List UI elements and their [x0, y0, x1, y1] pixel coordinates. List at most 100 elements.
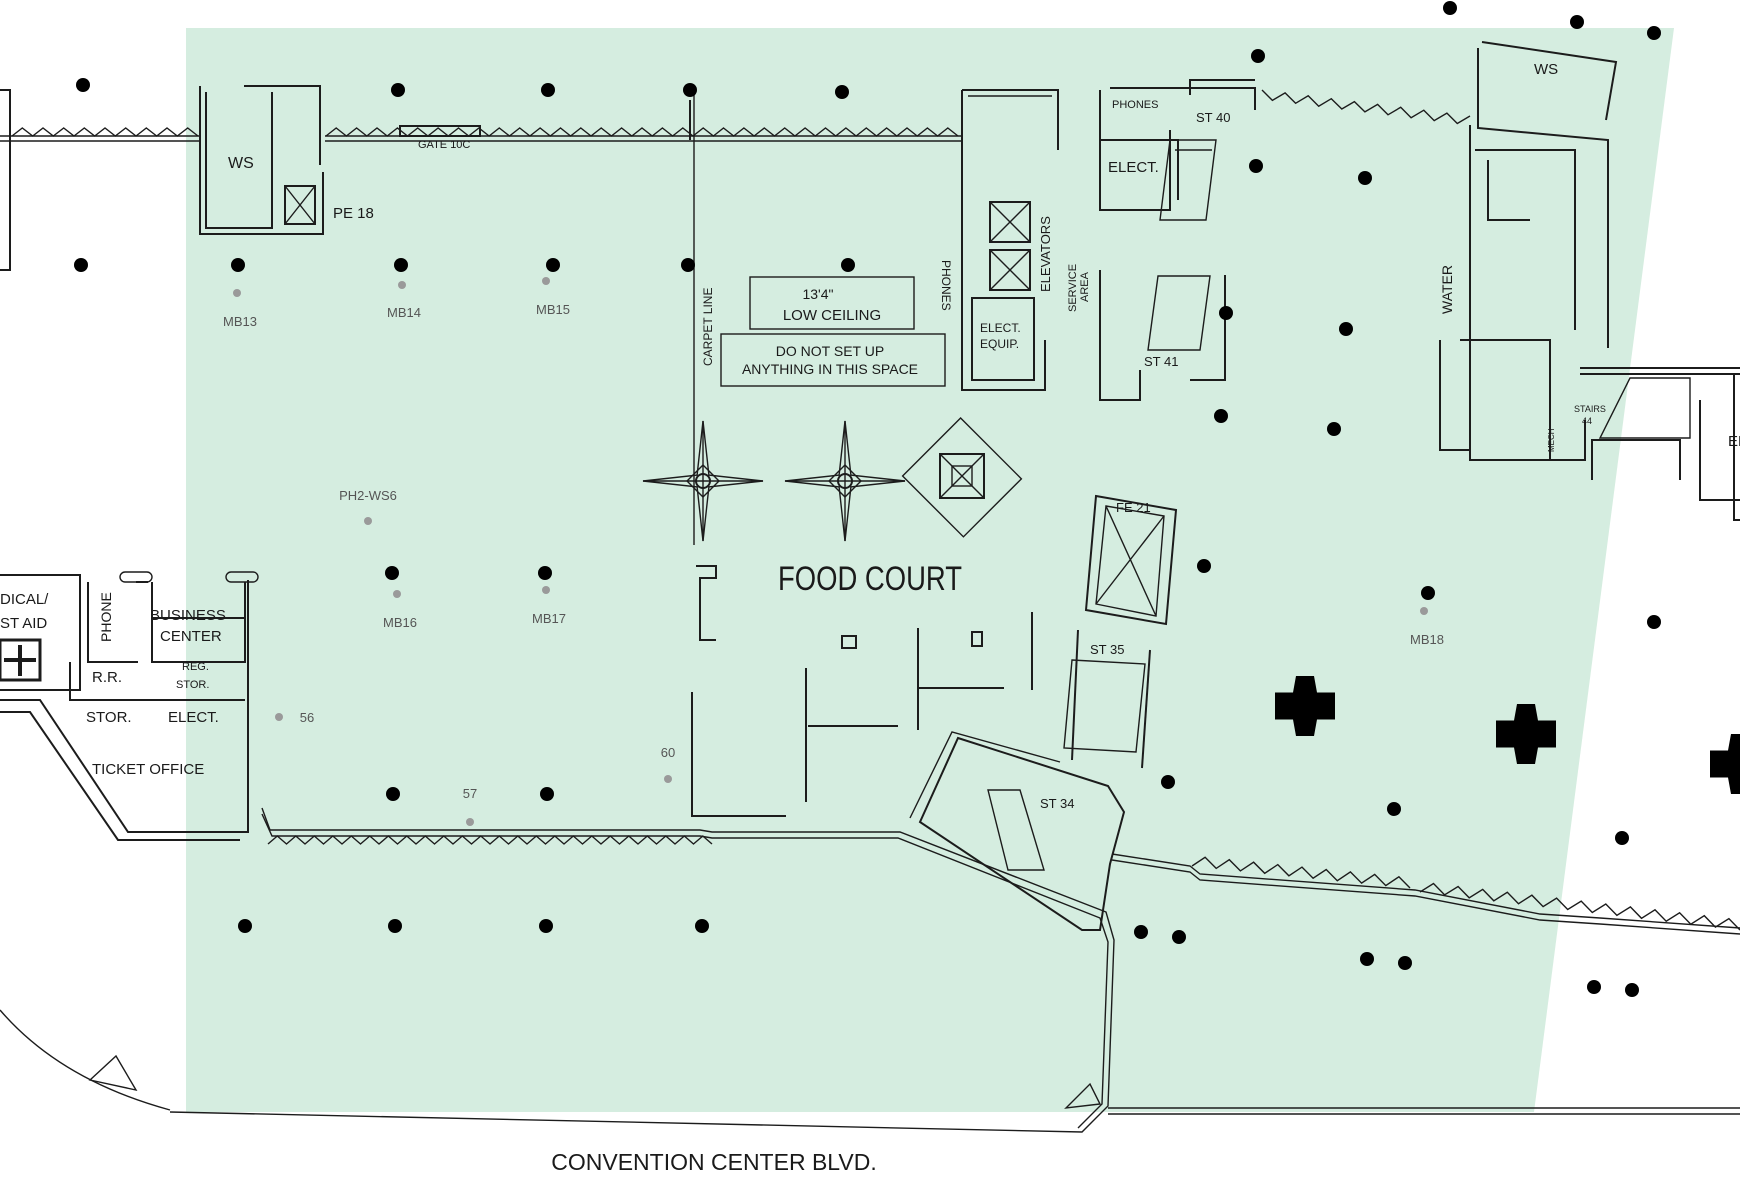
el-partial-label: EL [1728, 433, 1740, 450]
column-dot [1360, 952, 1374, 966]
medical-label-1: DICAL/ [0, 591, 49, 608]
column-dot [539, 919, 553, 933]
st35-label: ST 35 [1090, 642, 1124, 657]
column-dot [1587, 980, 1601, 994]
column-dot [1570, 15, 1584, 29]
column-dot [1161, 775, 1175, 789]
pe18-label: PE 18 [333, 205, 374, 222]
reg-stor-label-1: REG. [182, 661, 209, 673]
ws-right-label: WS [1534, 61, 1558, 78]
marker-label: 60 [661, 745, 675, 760]
column-dot [540, 787, 554, 801]
marker-dot [542, 586, 550, 594]
carpet-line-label: CARPET LINE [701, 288, 715, 366]
do-not-setup-line-2: ANYTHING IN THIS SPACE [742, 361, 918, 377]
column-dot [391, 83, 405, 97]
stairs-44-label-1: STAIRS [1574, 404, 1606, 414]
food-court-title: FOOD COURT [778, 560, 962, 598]
business-center-label-1: BUSINESS [150, 607, 226, 624]
column-dot [1172, 930, 1186, 944]
marker-dot [398, 281, 406, 289]
marker-dot [364, 517, 372, 525]
column-dot [385, 566, 399, 580]
medical-label-2: ST AID [0, 615, 47, 632]
column-dot [695, 919, 709, 933]
marker-label: 56 [300, 710, 314, 725]
column-dot [683, 83, 697, 97]
lantern-square [901, 417, 1023, 538]
street-label: CONVENTION CENTER BLVD. [551, 1149, 876, 1175]
ws-left-label: WS [228, 155, 254, 172]
marker-dot [1420, 607, 1428, 615]
column-dot [1251, 49, 1265, 63]
marker-dot [233, 289, 241, 297]
stairs-44-label-2: 44 [1582, 416, 1592, 426]
column-dot [835, 85, 849, 99]
elect-equip-label-1: ELECT. [980, 321, 1021, 335]
column-dot [1647, 615, 1661, 629]
plus-column-icon [1275, 676, 1335, 736]
marker-dot [542, 277, 550, 285]
service-area-label-1: SERVICE [1067, 264, 1079, 312]
lantern-star [784, 420, 906, 542]
column-dot [1421, 586, 1435, 600]
marker-label: MB15 [536, 302, 570, 317]
marker-label: 57 [463, 786, 477, 801]
marker-dot [664, 775, 672, 783]
column-dot [1214, 409, 1228, 423]
marker-dot [393, 590, 401, 598]
room-labels: WS PE 18 GATE 10C PHONES ST 40 ELECT. WS… [0, 61, 1740, 811]
column-dot [238, 919, 252, 933]
column-dot [1249, 159, 1263, 173]
st41-label: ST 41 [1144, 354, 1178, 369]
plus-shaped-columns [1275, 676, 1740, 794]
column-dot [541, 83, 555, 97]
column-dot [394, 258, 408, 272]
column-dot [76, 78, 90, 92]
lantern-star [642, 420, 764, 542]
plus-column-icon [1496, 704, 1556, 764]
service-area-label-2: AREA [1079, 271, 1091, 302]
window-zigzag [1419, 882, 1740, 931]
elect-low-label: ELECT. [168, 709, 219, 726]
food-court-lanterns [642, 417, 1023, 542]
phones-top-label: PHONES [1112, 99, 1158, 111]
marker-dot [466, 818, 474, 826]
low-ceiling-label: LOW CEILING [783, 307, 881, 324]
window-zigzag [1261, 89, 1471, 125]
reg-stor-label-2: STOR. [176, 679, 209, 691]
marker-dot [275, 713, 283, 721]
rr-label: R.R. [92, 669, 122, 686]
elevators-label: ELEVATORS [1038, 216, 1053, 292]
marker-label: MB16 [383, 615, 417, 630]
stor-label: STOR. [86, 709, 132, 726]
column-dot [1219, 306, 1233, 320]
do-not-setup-line-1: DO NOT SET UP [776, 343, 884, 359]
elect-top-label: ELECT. [1108, 159, 1159, 176]
marker-label: MB13 [223, 314, 257, 329]
column-dot [1134, 925, 1148, 939]
column-dot [1398, 956, 1412, 970]
column-dot [546, 258, 560, 272]
space-notes: 13'4" LOW CEILING DO NOT SET UP ANYTHING… [742, 286, 918, 377]
column-dot [231, 258, 245, 272]
window-scallops [11, 89, 1740, 931]
column-dot [388, 919, 402, 933]
column-dot [1615, 831, 1629, 845]
ticket-office-label: TICKET OFFICE [92, 761, 204, 778]
business-center-label-2: CENTER [160, 628, 222, 645]
window-zigzag [267, 835, 713, 845]
column-dot [538, 566, 552, 580]
plus-column-icon [1710, 734, 1740, 794]
column-dot [1443, 1, 1457, 15]
st34-label: ST 34 [1040, 796, 1074, 811]
column-dot [1625, 983, 1639, 997]
fe21-label: FE 21 [1116, 500, 1151, 515]
column-dot [1387, 802, 1401, 816]
window-zigzag [11, 127, 199, 137]
phone-label: PHONE [98, 592, 114, 642]
window-zigzag [325, 127, 959, 137]
column-dot [386, 787, 400, 801]
